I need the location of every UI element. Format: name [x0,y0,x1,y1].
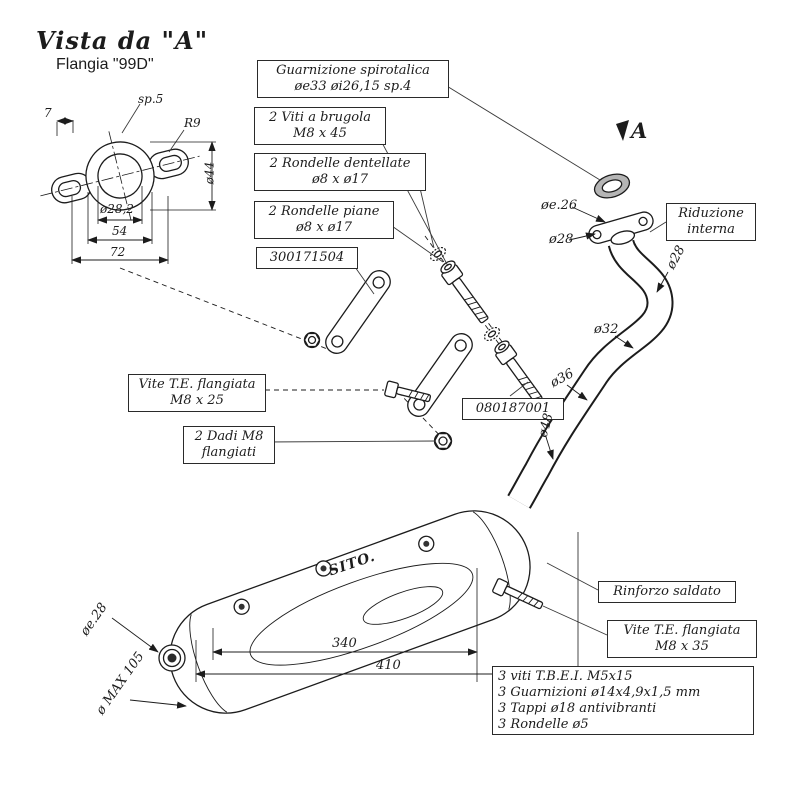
callout-reinforcement: Rinforzo saldato [598,581,736,603]
view-title: Vista da "A" [36,26,209,55]
callout-fastener-kit: 3 viti T.B.E.I. M5x15 3 Guarnizioni ø14x… [492,666,754,736]
dim-pipe-mid: ø32 [594,322,619,337]
flat-washer-1 [440,260,456,274]
dim-body-length: 340 [332,636,357,651]
gasket-ring [593,173,631,199]
dim-outer-dia: ø44 [202,161,217,185]
callout-toothed-washers: 2 Rondelle dentellate ø8 x ø17 [254,153,426,191]
toothed-washer-1 [429,246,447,262]
socket-bolt-1 [441,264,489,324]
antivibration-caps [233,535,435,615]
callout-reduction: Riduzione interna [666,203,756,241]
hex-bolt-m8x35 [492,578,544,610]
callout-socket-screws: 2 Viti a brugola M8 x 45 [254,107,386,145]
bracket-link-1 [325,270,391,354]
dim-hole-spacing: 54 [112,224,128,238]
flanged-nut-1 [433,431,453,451]
callout-gasket: Guarnizione spirotalica øe33 øi26,15 sp.… [257,60,449,98]
hex-bolt-m8x25 [384,380,432,403]
callout-hex-screw-35: Vite T.E. flangiata M8 x 35 [607,620,757,658]
exhaust-pipe [507,238,674,509]
flanged-nut-2 [303,331,321,349]
flange-subtitle: Flangia "99D" [56,56,154,73]
callout-part-number-2: 080187001 [462,398,564,420]
dim-overall-width: 72 [110,245,126,259]
view-marker-label: A [631,118,648,143]
dim-hole-dia: ø28,2 [100,202,134,216]
socket-bolt-2 [495,344,543,404]
flat-washer-2 [494,340,510,354]
dim-radius: R9 [184,116,201,130]
header-flange [588,211,654,245]
flange-detail-drawing [40,103,216,264]
dim-slot-width: 7 [44,106,52,120]
exhaust-tip [158,644,186,672]
callout-hex-screw-25: Vite T.E. flangiata M8 x 25 [128,374,266,412]
dim-total-length: 410 [376,658,401,673]
dim-pipe-inlet: øe.26 [541,198,578,213]
callout-flat-washers: 2 Rondelle piane ø8 x ø17 [254,201,394,239]
muffler-body [169,510,531,714]
toothed-washer-2 [483,326,501,342]
dim-flange-neck: ø28 [549,232,574,247]
callout-nuts: 2 Dadi M8 flangiati [183,426,275,464]
callout-part-number-1: 300171504 [256,247,358,269]
view-arrow [616,120,629,141]
dim-thickness: sp.5 [138,92,164,106]
